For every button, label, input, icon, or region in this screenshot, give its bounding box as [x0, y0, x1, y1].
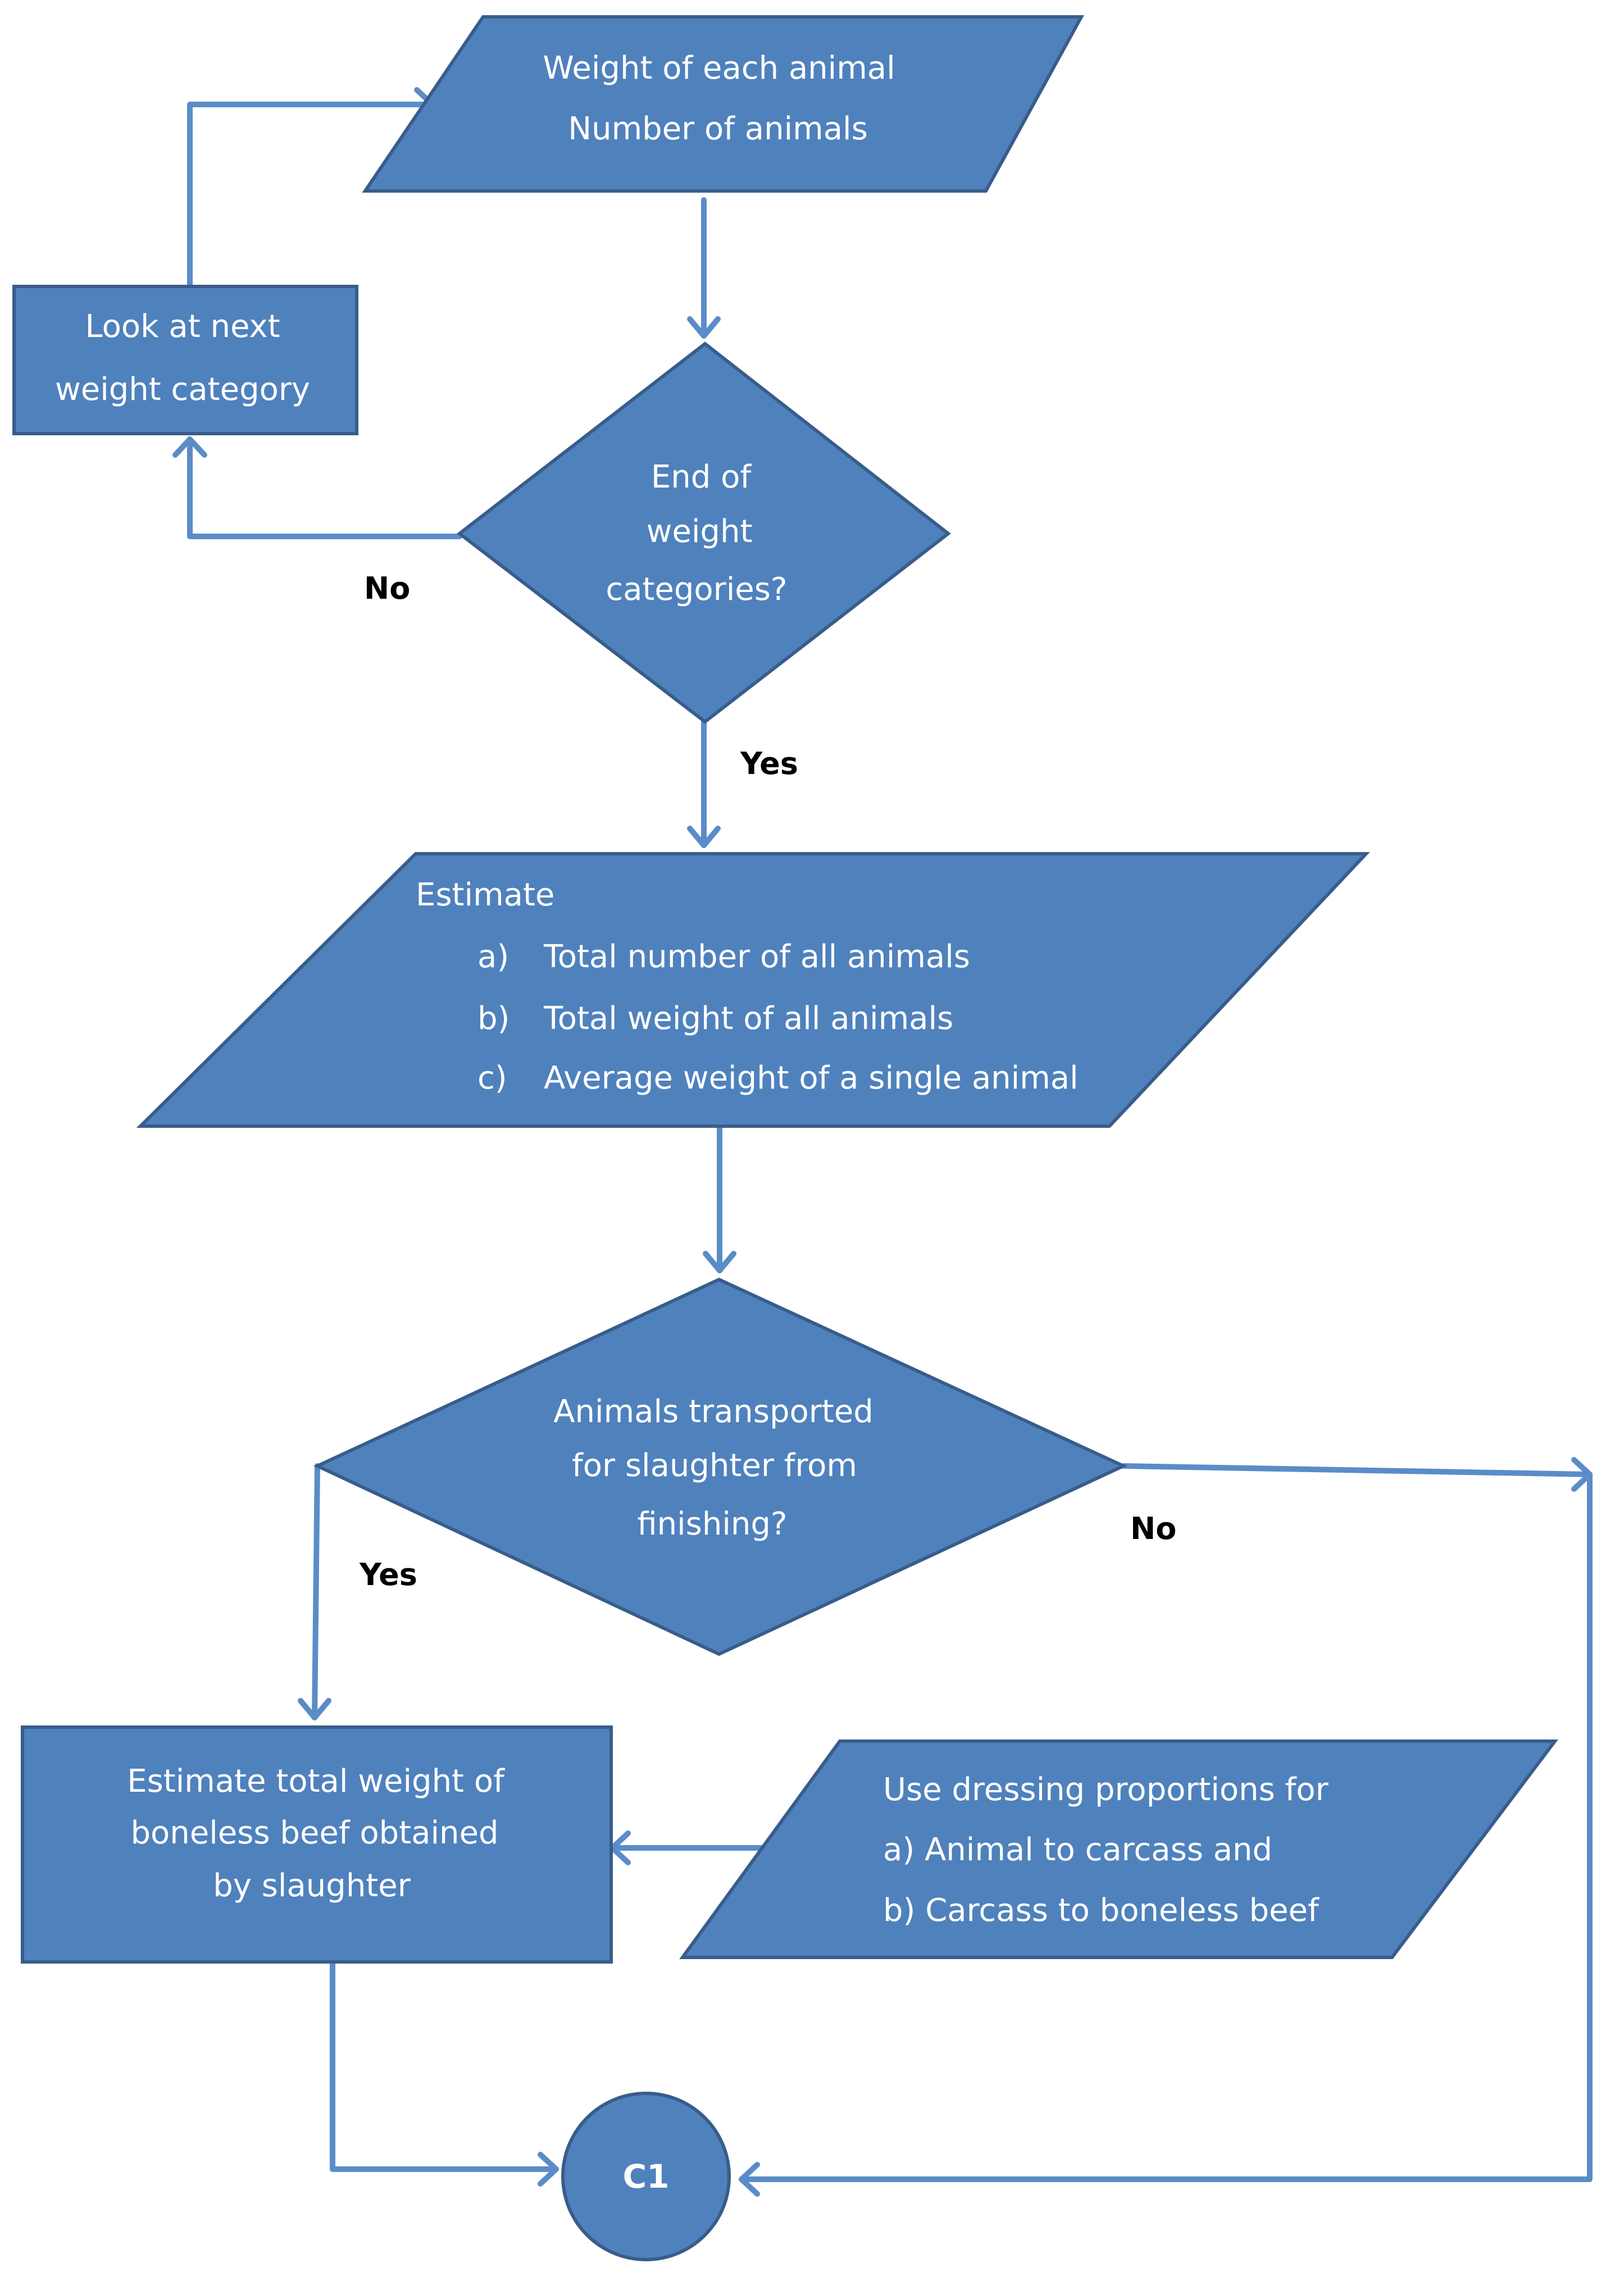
connector-c1-label: C1 — [623, 2157, 670, 2196]
arrowhead-transport — [703, 1251, 736, 1273]
dressing-shape — [679, 1739, 1559, 1959]
decision-end-line3: categories? — [606, 571, 787, 608]
decision-end-node: End of weight categories? — [457, 341, 951, 724]
label-transport-no: No — [1130, 1511, 1176, 1546]
dressing-line2: a) Animal to carcass and — [883, 1832, 1272, 1868]
edge-next-to-input — [187, 102, 435, 289]
edge-end-no-to-next — [187, 436, 462, 539]
arrowhead-c1-right — [739, 2162, 760, 2197]
decision-end-line2: weight — [647, 513, 753, 550]
label-transport-yes: Yes — [359, 1557, 417, 1592]
next-category-line2: weight category — [55, 371, 310, 408]
arrowhead-right-corner — [1571, 1457, 1593, 1492]
edge-beef-to-c1 — [330, 1960, 559, 2172]
dressing-line1: Use dressing proportions for — [883, 1772, 1329, 1808]
estimate-heading: Estimate — [416, 877, 554, 913]
estimate-beef-shape — [21, 1725, 613, 1964]
decision-transport-line2: for slaughter from — [572, 1447, 857, 1484]
label-end-yes: Yes — [740, 746, 798, 781]
estimate-item-b-text: Total weight of all animals — [543, 1000, 953, 1037]
next-category-shape — [12, 285, 358, 435]
input-weight-node: Weight of each animal Number of animals — [362, 15, 1085, 193]
decision-end-line1: End of — [651, 459, 752, 495]
estimate-item-b-marker: b) — [477, 1000, 510, 1037]
edge-transport-yes-to-beef — [312, 1463, 320, 1720]
input-weight-line1: Weight of each animal — [543, 50, 895, 86]
input-weight-shape — [362, 15, 1085, 193]
arrowhead-beef — [298, 1698, 331, 1720]
arrowhead-c1-left — [538, 2152, 559, 2187]
connector-c1-node: C1 — [561, 2092, 731, 2261]
next-category-line1: Look at next — [85, 308, 280, 345]
decision-transport-line3: finishing? — [637, 1506, 787, 1542]
estimate-totals-node: Estimate a) Total number of all animals … — [136, 852, 1370, 1128]
estimate-beef-line3: by slaughter — [213, 1868, 411, 1904]
connectors — [172, 87, 1593, 2197]
estimate-item-a-text: Total number of all animals — [543, 939, 970, 975]
decision-transport-node: Animals transported for slaughter from f… — [313, 1277, 1128, 1656]
arrowhead-end-decision — [687, 316, 721, 339]
edge-transport-no-to-c1 — [739, 1463, 1593, 2182]
connector-c1-shape — [561, 2092, 731, 2261]
arrowhead-estimate — [687, 826, 721, 848]
estimate-beef-node: Estimate total weight of boneless beef o… — [21, 1725, 613, 1964]
estimate-item-c-text: Average weight of a single animal — [544, 1060, 1079, 1096]
decision-end-shape — [457, 341, 951, 724]
dressing-line3: b) Carcass to boneless beef — [883, 1892, 1320, 1929]
decision-transport-line1: Animals transported — [553, 1394, 874, 1430]
label-end-no: No — [364, 571, 410, 606]
next-category-node: Look at next weight category — [12, 285, 358, 435]
estimate-beef-line2: boneless beef obtained — [130, 1815, 498, 1851]
dressing-node: Use dressing proportions for a) Animal t… — [679, 1739, 1559, 1959]
estimate-beef-line1: Estimate total weight of — [127, 1763, 505, 1800]
estimate-item-a-marker: a) — [477, 939, 509, 975]
arrowhead-next-box — [172, 436, 207, 458]
input-weight-line2: Number of animals — [568, 111, 868, 147]
decision-transport-shape — [313, 1277, 1128, 1656]
estimate-totals-shape — [136, 852, 1370, 1128]
estimate-item-c-marker: c) — [477, 1060, 507, 1096]
